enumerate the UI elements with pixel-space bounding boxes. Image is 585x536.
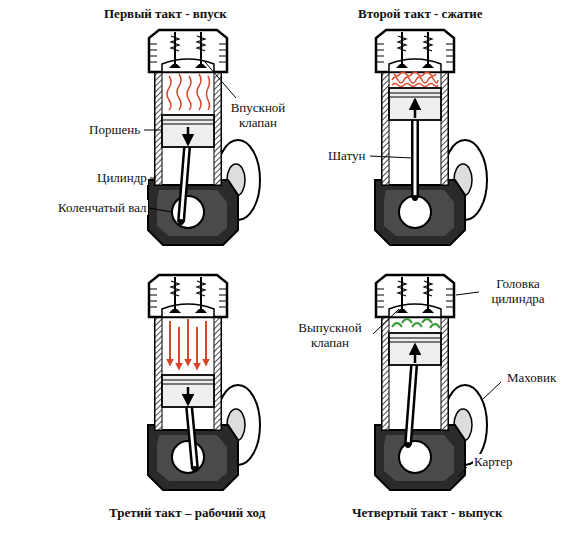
- crankshaft: [399, 196, 431, 228]
- expanding-gas: [170, 319, 206, 369]
- engine-intake: [148, 30, 260, 245]
- part-label: Головка цилиндра: [481, 276, 555, 306]
- exhaust-gas: [392, 319, 440, 328]
- stroke-title: Третий такт – рабочий ход: [108, 505, 266, 520]
- motion-arrow: [414, 345, 417, 363]
- engine-power: [148, 275, 260, 490]
- engine-body: [148, 30, 260, 245]
- stroke-title: Первый такт - впуск: [103, 6, 228, 21]
- piston: [162, 115, 214, 147]
- connecting-rod: [411, 108, 419, 198]
- compressed-mixture: [392, 72, 438, 87]
- part-label: Поршень: [88, 122, 141, 137]
- engine-exhaust: [375, 275, 487, 490]
- motion-arrow: [187, 127, 190, 144]
- engine-body: [375, 30, 487, 245]
- part-label: Картер: [473, 454, 514, 469]
- connecting-rod: [181, 135, 188, 222]
- intake-mixture: [167, 74, 210, 110]
- crankshaft: [399, 441, 431, 473]
- part-label: Шатун: [327, 148, 367, 163]
- stroke-title: Второй такт - сжатие: [357, 6, 484, 21]
- motion-arrow: [187, 387, 190, 404]
- engine-body: [148, 275, 260, 490]
- leader-lines: [144, 62, 501, 477]
- part-label: Коленчатый вал: [57, 200, 148, 215]
- engine-compression: [375, 30, 487, 245]
- piston: [389, 88, 441, 120]
- piston: [162, 375, 214, 407]
- crankshaft: [172, 441, 204, 473]
- crankshaft: [172, 196, 204, 228]
- piston: [389, 333, 441, 365]
- part-label: Маховик: [506, 370, 557, 385]
- part-label: Выпускной клапан: [289, 320, 371, 350]
- connecting-rod: [408, 353, 415, 445]
- part-label: Впускной клапан: [222, 100, 294, 130]
- motion-arrow: [414, 100, 417, 118]
- engine-body: [375, 275, 487, 490]
- stroke-title: Четвертый такт - выпуск: [351, 505, 504, 520]
- part-label: Цилиндр: [96, 170, 148, 185]
